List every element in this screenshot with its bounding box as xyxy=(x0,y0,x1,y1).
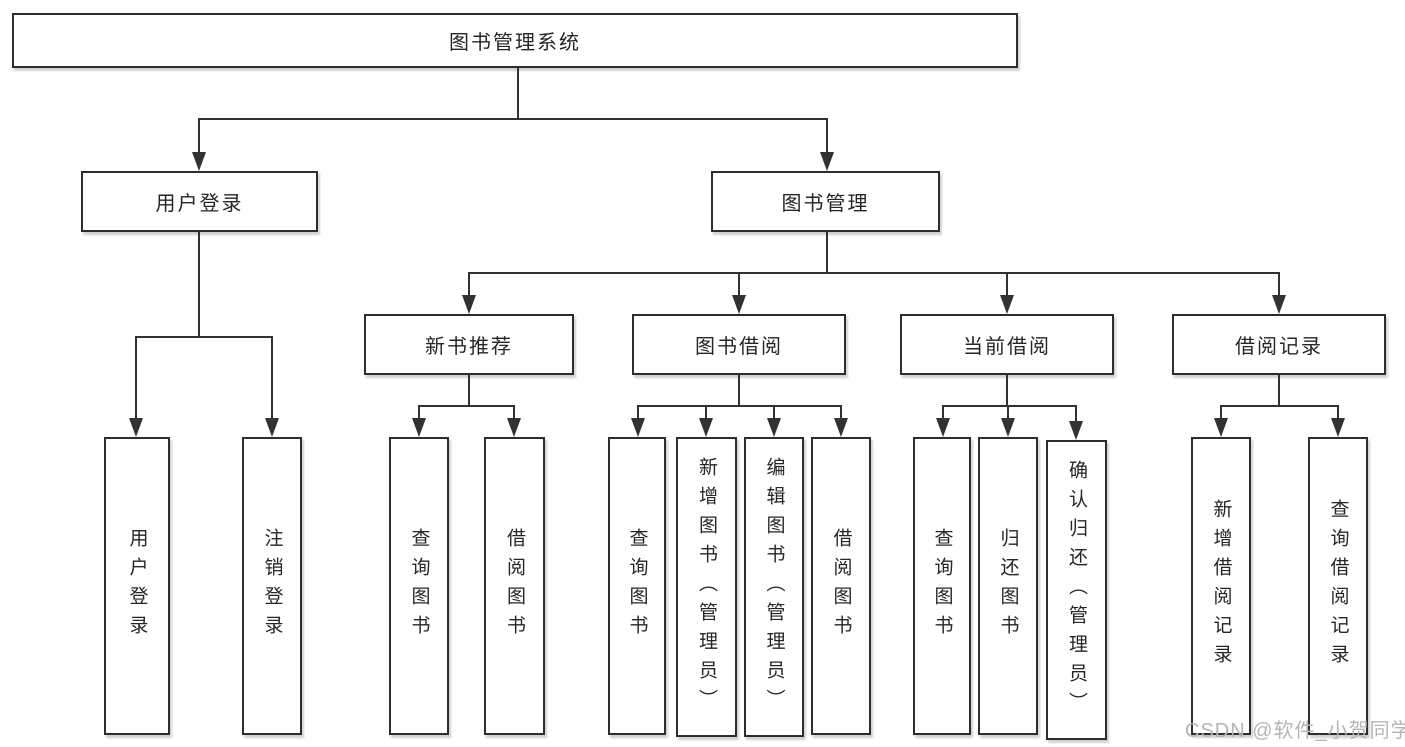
arrow-down-icon xyxy=(1214,418,1228,437)
arrow-down-icon xyxy=(1000,295,1014,314)
arrow-down-icon xyxy=(1272,295,1286,314)
connector-line xyxy=(135,336,273,338)
leaf-add-borrow-record: 新增借阅记录 xyxy=(1191,437,1251,735)
leaf-query-books-current: 查询图书 xyxy=(913,437,971,735)
arrow-down-icon xyxy=(192,152,206,171)
leaf-query-books-current-label: 查询图书 xyxy=(931,528,953,644)
connector-line xyxy=(738,272,740,298)
connector-line xyxy=(513,405,515,421)
connector-line xyxy=(1007,405,1009,421)
leaf-add-book-admin: 新增图书（管理员） xyxy=(676,437,737,737)
arrow-down-icon xyxy=(936,418,950,437)
connector-line xyxy=(1006,272,1008,298)
arrow-down-icon xyxy=(732,295,746,314)
connector-line xyxy=(1075,405,1077,421)
leaf-query-books-borrow-label: 查询图书 xyxy=(626,528,648,644)
node-borrow-records: 借阅记录 xyxy=(1172,314,1386,375)
arrow-down-icon xyxy=(462,295,476,314)
arrow-down-icon xyxy=(699,418,713,437)
connector-line xyxy=(1278,375,1280,405)
connector-line xyxy=(198,118,828,120)
connector-line xyxy=(271,336,273,420)
node-book-borrow: 图书借阅 xyxy=(632,314,846,375)
node-new-book-recommend: 新书推荐 xyxy=(364,314,574,375)
arrow-down-icon xyxy=(507,418,521,437)
arrow-down-icon xyxy=(1069,421,1083,440)
arrow-down-icon xyxy=(834,418,848,437)
leaf-borrow-books-recommend-label: 借阅图书 xyxy=(504,528,525,644)
connector-line xyxy=(468,272,1280,274)
connector-line xyxy=(135,336,137,420)
connector-line xyxy=(826,232,828,272)
connector-line xyxy=(1220,405,1339,407)
connector-line xyxy=(468,272,470,298)
leaf-return-book-label: 归还图书 xyxy=(997,528,1019,644)
connector-line xyxy=(942,405,944,421)
csdn-watermark: CSDN @软件_小贺同学 xyxy=(1185,720,1405,742)
connector-line xyxy=(942,405,1077,407)
connector-line xyxy=(637,405,639,421)
leaf-query-borrow-record-label: 查询借阅记录 xyxy=(1327,499,1349,673)
arrow-down-icon xyxy=(820,152,834,171)
connector-line xyxy=(517,68,519,118)
connector-line xyxy=(826,118,828,154)
leaf-logout: 注销登录 xyxy=(242,437,302,735)
node-new-book-recommend-label: 新书推荐 xyxy=(425,336,513,358)
node-book-borrow-label: 图书借阅 xyxy=(695,336,783,358)
connector-line xyxy=(637,405,842,407)
arrow-down-icon xyxy=(1001,418,1015,437)
connector-line xyxy=(198,118,200,154)
leaf-user-login-label: 用户登录 xyxy=(126,528,148,644)
connector-line xyxy=(1006,375,1008,405)
connector-line xyxy=(418,405,515,407)
node-root: 图书管理系统 xyxy=(12,13,1018,68)
leaf-return-book: 归还图书 xyxy=(978,437,1038,735)
leaf-query-borrow-record: 查询借阅记录 xyxy=(1308,437,1368,735)
arrow-down-icon xyxy=(1331,418,1345,437)
leaf-borrow-books-recommend: 借阅图书 xyxy=(484,437,545,735)
connector-line xyxy=(468,375,470,405)
leaf-add-book-admin-label: 新增图书（管理员） xyxy=(696,456,717,718)
leaf-confirm-return-admin: 确认归还（管理员） xyxy=(1046,440,1107,740)
leaf-borrow-books-borrow: 借阅图书 xyxy=(811,437,871,735)
node-current-borrow: 当前借阅 xyxy=(900,314,1114,375)
leaf-user-login: 用户登录 xyxy=(104,437,170,735)
connector-line xyxy=(1337,405,1339,421)
leaf-borrow-books-borrow-label: 借阅图书 xyxy=(830,528,852,644)
node-user-login-label: 用户登录 xyxy=(155,193,244,215)
connector-line xyxy=(1220,405,1222,421)
leaf-edit-book-admin-label: 编辑图书（管理员） xyxy=(763,456,785,718)
leaf-logout-label: 注销登录 xyxy=(261,528,283,644)
node-root-label: 图书管理系统 xyxy=(449,32,581,54)
node-current-borrow-label: 当前借阅 xyxy=(963,336,1051,358)
node-user-login: 用户登录 xyxy=(81,171,318,232)
node-borrow-records-label: 借阅记录 xyxy=(1235,336,1323,358)
leaf-query-books-recommend: 查询图书 xyxy=(389,437,449,735)
leaf-add-borrow-record-label: 新增借阅记录 xyxy=(1210,499,1232,673)
leaf-query-books-recommend-label: 查询图书 xyxy=(408,528,430,644)
arrow-down-icon xyxy=(631,418,645,437)
connector-line xyxy=(840,405,842,421)
arrow-down-icon xyxy=(767,418,781,437)
arrow-down-icon xyxy=(412,418,426,437)
arrow-down-icon xyxy=(129,418,143,437)
connector-line xyxy=(198,232,200,336)
connector-line xyxy=(705,405,707,421)
arrow-down-icon xyxy=(265,418,279,437)
leaf-edit-book-admin: 编辑图书（管理员） xyxy=(744,437,804,737)
connector-line xyxy=(418,405,420,421)
connector-line xyxy=(773,405,775,421)
leaf-query-books-borrow: 查询图书 xyxy=(608,437,666,735)
node-book-management: 图书管理 xyxy=(711,171,940,232)
connector-line xyxy=(738,375,740,405)
leaf-confirm-return-admin-label: 确认归还（管理员） xyxy=(1066,459,1087,721)
connector-line xyxy=(1278,272,1280,298)
node-book-management-label: 图书管理 xyxy=(781,193,870,215)
